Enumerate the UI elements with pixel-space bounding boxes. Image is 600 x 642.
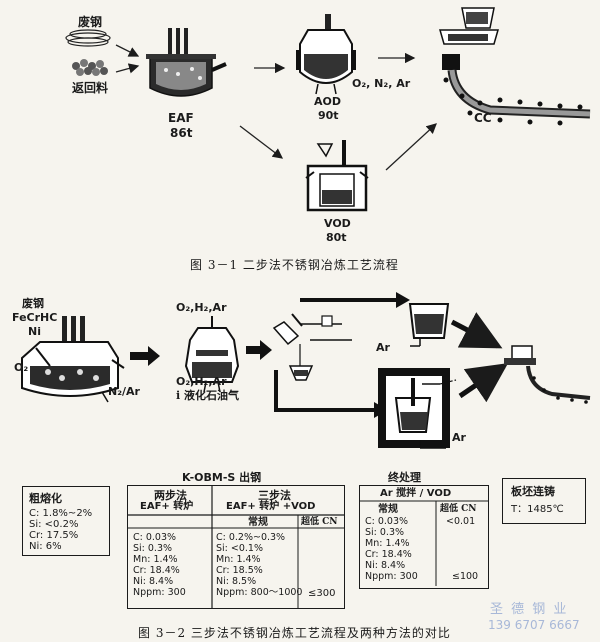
vod-vessel-icon (305, 140, 369, 212)
final-treatment-table: Ar 搅拌 / VOD 常规 超低 CN C: 0.03% Si: 0.3% M… (359, 485, 489, 589)
eaf-capacity: 86t (170, 126, 193, 140)
composition-row: Cr: 17.5% (29, 530, 79, 541)
vod-capacity: 80t (326, 231, 347, 244)
scrap-pile-icon (65, 29, 111, 47)
composition-row: Ni: 6% (29, 541, 62, 552)
three-step-composition: C: 0.2%~0.3% Si: <0.1% Mn: 1.4% Cr: 18.5… (216, 532, 302, 598)
three-step-title: 三步法 (258, 489, 291, 502)
slab-caster-icon (504, 345, 591, 404)
lpg-label: i 液化石油气 (176, 389, 240, 402)
vod-to-cc-arrow (385, 123, 437, 171)
composition-row: Nppm: 300 (133, 587, 186, 598)
return-material-icon (72, 59, 108, 76)
composition-row: C: 0.03% (133, 532, 177, 543)
composition-row: Mn: 1.4% (133, 554, 178, 565)
vod-tank-icon (378, 368, 457, 449)
watermark-phone: 139 6707 6667 (488, 618, 580, 632)
composition-row: Si: <0.1% (216, 543, 263, 554)
composition-row: C: 0.2%~0.3% (216, 532, 286, 543)
ar-stirring-ladle-icon (408, 303, 450, 347)
input-ni-label: Ni (28, 325, 41, 338)
composition-row: C: 0.03% (365, 516, 409, 527)
two-vs-three-step-table: 两步法 EAF+ 转炉 三步法 EAF+ 转炉 +VOD 常规 超低 CN C:… (127, 485, 345, 609)
scrap-to-eaf-arrow (115, 44, 140, 57)
final-ultra-nitrogen: ≤100 (452, 571, 479, 582)
composition-row: Cr: 18.4% (133, 565, 180, 576)
kobm-converter-icon (184, 316, 240, 393)
slab-casting-temperature: T：1485℃ (511, 504, 564, 515)
composition-row: Cr: 18.4% (365, 549, 412, 560)
vod-to-caster-arrow (458, 363, 509, 403)
final-treatment-method: Ar 搅拌 / VOD (380, 488, 452, 499)
three-step-normal-header: 常规 (248, 517, 268, 528)
final-composition: C: 0.03% Si: 0.3% Mn: 1.4% Cr: 18.4% Ni:… (365, 516, 418, 582)
watermark-name: 圣 德 钢 业 (490, 602, 569, 617)
coarse-melting-title: 粗熔化 (29, 492, 62, 505)
vod-ar-gas-label: Ar (452, 431, 466, 444)
three-step-route: EAF+ 转炉 +VOD (226, 501, 316, 512)
composition-row: Si: 0.3% (133, 543, 173, 554)
final-treatment-title: 终处理 (388, 471, 421, 484)
continuous-caster-icon (439, 7, 591, 126)
figure-3-1-caption: 图 3－1 二步法不锈钢冶炼工艺流程 (190, 258, 399, 272)
eaf-oxygen-label: O₂ (14, 361, 29, 374)
composition-row: Nppm: 800～1000 (216, 587, 303, 598)
composition-row: C: 1.8%~2% (29, 508, 93, 519)
aod-capacity: 90t (318, 109, 339, 122)
eaf-name: EAF (168, 111, 194, 125)
tapping-ladle-icon (272, 313, 352, 381)
eaf-furnace-icon (146, 28, 227, 97)
two-step-route: EAF+ 转炉 (140, 501, 194, 512)
figure-3-2-caption: 图 3－2 三步法不锈钢冶炼工艺流程及两种方法的对比 (138, 626, 451, 640)
aod-gas-label: O₂, N₂, Ar (352, 77, 411, 90)
scrap-label: 废钢 (78, 15, 103, 29)
aod-converter-icon (296, 14, 356, 95)
composition-row: Mn: 1.4% (216, 554, 261, 565)
composition-row: Cr: 18.5% (216, 565, 263, 576)
final-normal-header: 常规 (378, 504, 398, 515)
composition-row: Ni: 8.4% (133, 576, 174, 587)
converter-top-gas-label: O₂,H₂,Ar (176, 301, 227, 314)
converter-bottom-gas-label: O₂,H₂,Ar (176, 375, 227, 388)
vod-name: VOD (324, 217, 351, 230)
two-step-title: 两步法 (154, 489, 187, 502)
final-ultra-carbon: <0.01 (446, 516, 476, 527)
composition-row: Ni: 8.5% (216, 576, 257, 587)
to-ar-stirring-arrow (300, 292, 410, 308)
coarse-melting-composition: C: 1.8%~2% Si: <0.2% Cr: 17.5% Ni: 6% (29, 508, 92, 552)
eaf-to-vod-arrow (239, 125, 284, 159)
two-step-composition: C: 0.03% Si: 0.3% Mn: 1.4% Cr: 18.4% Ni:… (133, 532, 186, 598)
coarse-melting-box: 粗熔化 C: 1.8%~2% Si: <0.2% Cr: 17.5% Ni: 6… (22, 486, 110, 556)
final-ultra-header: 超低 CN (440, 504, 477, 514)
composition-row: Nppm: 300 (365, 571, 418, 582)
eaf-to-converter-arrow (130, 346, 160, 366)
ar-stirring-gas-label: Ar (376, 341, 390, 354)
to-vod-arrow (274, 370, 388, 418)
returns-label: 返回料 (72, 81, 109, 95)
kobm-tapping-title: K-OBM-S 出钢 (182, 471, 262, 484)
converter-to-tapping-arrow (246, 340, 272, 360)
input-fecrhc-label: FeCrHC (12, 311, 58, 324)
aod-name: AOD (314, 95, 341, 108)
returns-to-eaf-arrow (115, 63, 140, 74)
cc-name: CC (474, 111, 492, 125)
ar-to-caster-arrow (450, 312, 503, 349)
input-scrap-label: 废钢 (22, 297, 44, 310)
slab-casting-box: 板坯连铸 T：1485℃ (502, 478, 586, 524)
composition-row: Si: 0.3% (365, 527, 405, 538)
eaf-melting-furnace-icon (21, 316, 125, 403)
three-step-ultra-header: 超低 CN (301, 517, 338, 527)
ultra-low-n-value: ≤300 (308, 588, 336, 599)
composition-row: Ni: 8.4% (365, 560, 406, 571)
composition-row: Mn: 1.4% (365, 538, 410, 549)
eaf-bottom-gas-label: N₂/Ar (108, 385, 140, 398)
composition-row: Si: <0.2% (29, 519, 79, 530)
slab-casting-title: 板坯连铸 (511, 485, 555, 498)
